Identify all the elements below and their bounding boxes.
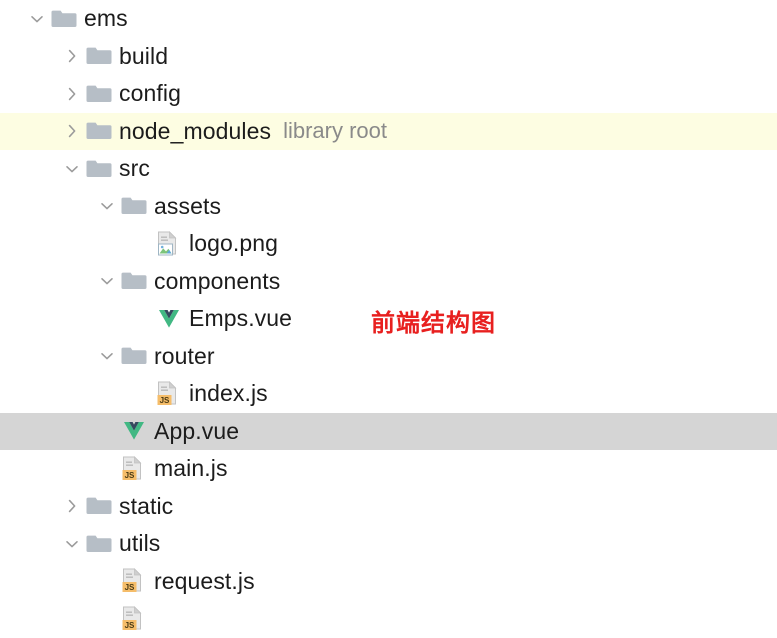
twisty-placeholder <box>129 231 155 257</box>
folder-icon <box>85 43 113 69</box>
tree-row[interactable]: ems <box>0 0 777 38</box>
tree-row[interactable]: node_modules library root <box>0 112 777 150</box>
tree-row[interactable]: logo.png <box>0 225 777 263</box>
tree-row-label: node_modules <box>119 117 272 144</box>
svg-text:JS: JS <box>160 396 170 405</box>
tree-row-label: config <box>119 80 181 107</box>
vue-file-icon <box>155 306 183 332</box>
tree-row[interactable]: assets <box>0 188 777 226</box>
tree-row-label: index.js <box>189 380 268 407</box>
tree-row-label: components <box>154 267 281 294</box>
vue-file-icon <box>120 418 148 444</box>
js-file-icon: JS <box>120 568 148 594</box>
chevron-right-icon[interactable] <box>59 493 85 519</box>
tree-row-label: logo.png <box>189 230 279 257</box>
folder-icon <box>85 493 113 519</box>
tree-row-label: router <box>154 342 215 369</box>
js-file-icon: JS <box>155 380 183 407</box>
folder-icon <box>50 6 78 32</box>
svg-text:JS: JS <box>125 471 135 480</box>
twisty-placeholder <box>94 456 120 482</box>
js-file-icon: JS <box>120 605 148 632</box>
tree-row-label: main.js <box>154 455 228 482</box>
image-file-icon <box>155 230 183 257</box>
twisty-placeholder <box>94 418 120 444</box>
twisty-placeholder <box>129 381 155 407</box>
tree-row[interactable]: Emps.vue <box>0 300 777 338</box>
tree-row-label: assets <box>154 192 222 219</box>
folder-icon <box>120 268 148 294</box>
folder-icon <box>85 531 113 557</box>
tree-row-label: build <box>119 42 169 69</box>
chevron-down-icon[interactable] <box>94 268 120 294</box>
chevron-down-icon[interactable] <box>59 156 85 182</box>
tree-row-hint: library root <box>283 118 388 144</box>
tree-row[interactable]: components <box>0 263 777 301</box>
folder-icon <box>120 343 148 369</box>
tree-row[interactable]: JS main.js <box>0 450 777 488</box>
tree-row[interactable]: static <box>0 488 777 526</box>
chevron-down-icon[interactable] <box>24 6 50 32</box>
svg-text:JS: JS <box>125 621 135 630</box>
tree-row[interactable]: utils <box>0 525 777 563</box>
js-file-icon: JS <box>120 455 148 482</box>
chevron-right-icon[interactable] <box>59 43 85 69</box>
tree-row[interactable]: src <box>0 150 777 188</box>
tree-row-label: static <box>119 492 174 519</box>
tree-row-label: ems <box>84 5 128 32</box>
twisty-placeholder <box>94 606 120 632</box>
tree-row-label: App.vue <box>154 417 240 444</box>
annotation-label: 前端结构图 <box>371 309 496 337</box>
tree-row-label: request.js <box>154 567 255 594</box>
folder-icon <box>85 81 113 107</box>
tree-row-label: Emps.vue <box>189 305 293 332</box>
tree-row[interactable]: JS index.js <box>0 375 777 413</box>
chevron-right-icon[interactable] <box>59 118 85 144</box>
twisty-placeholder <box>94 568 120 594</box>
chevron-right-icon[interactable] <box>59 81 85 107</box>
tree-row-label: src <box>119 155 150 182</box>
tree-row[interactable]: JS request.js <box>0 563 777 601</box>
folder-icon <box>85 118 113 144</box>
folder-icon <box>120 193 148 219</box>
tree-row-label: utils <box>119 530 161 557</box>
chevron-down-icon[interactable] <box>94 193 120 219</box>
twisty-placeholder <box>129 306 155 332</box>
svg-text:JS: JS <box>125 583 135 592</box>
tree-row[interactable]: App.vue <box>0 412 777 450</box>
tree-row[interactable]: config <box>0 75 777 113</box>
tree-row[interactable]: router <box>0 338 777 376</box>
tree-row[interactable]: build <box>0 38 777 76</box>
folder-icon <box>85 156 113 182</box>
chevron-down-icon[interactable] <box>94 343 120 369</box>
chevron-down-icon[interactable] <box>59 531 85 557</box>
